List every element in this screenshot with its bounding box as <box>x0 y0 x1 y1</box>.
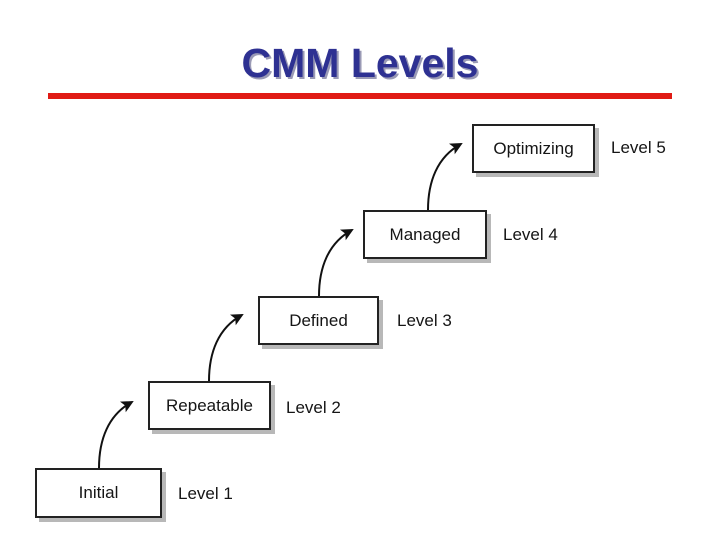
title-divider-rule <box>48 93 672 99</box>
arrow-defined-to-managed <box>318 229 354 297</box>
connector-arrows-layer <box>98 143 463 469</box>
stage-label-managed: Managed <box>389 224 461 244</box>
level-label-4: Level 4 <box>503 225 558 244</box>
stage-label-defined: Defined <box>289 310 348 330</box>
stage-box-repeatable[interactable]: Repeatable <box>148 381 271 430</box>
stage-box-initial[interactable]: Initial <box>35 468 162 518</box>
cmm-levels-diagram: Optimizing Level 5 Managed Level 4 Defin… <box>0 110 720 540</box>
arrow-initial-to-repeatable <box>98 401 134 469</box>
stage-label-optimizing: Optimizing <box>493 138 574 158</box>
stage-box-managed[interactable]: Managed <box>363 210 487 259</box>
page-title: CMM Levels <box>241 40 479 86</box>
arrow-repeatable-to-defined <box>208 314 244 382</box>
stage-box-defined[interactable]: Defined <box>258 296 379 345</box>
stage-label-repeatable: Repeatable <box>166 395 253 415</box>
level-label-2: Level 2 <box>286 398 341 417</box>
level-label-5: Level 5 <box>611 138 666 157</box>
level-label-3: Level 3 <box>397 311 452 330</box>
level-label-1: Level 1 <box>178 484 233 503</box>
stage-label-initial: Initial <box>78 483 119 502</box>
arrow-managed-to-optimizing <box>427 143 463 211</box>
stage-box-optimizing[interactable]: Optimizing <box>472 124 595 173</box>
